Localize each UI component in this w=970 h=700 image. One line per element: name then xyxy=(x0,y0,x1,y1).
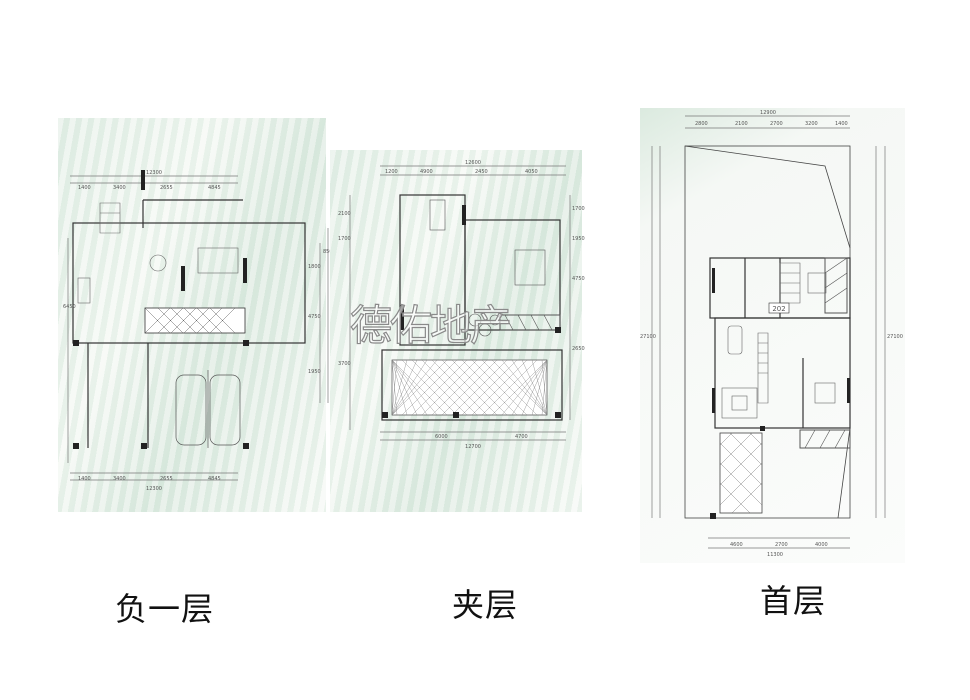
dim-top: 2100 xyxy=(735,121,748,127)
hatch-line xyxy=(491,359,548,416)
ground-floor-plan: 12900 2800 2100 2700 3200 1400 4600 2700… xyxy=(640,110,903,558)
watermark: 德佑地产 xyxy=(349,300,512,350)
dim-bottom: 4000 xyxy=(815,542,828,548)
hatch-line xyxy=(431,359,488,416)
dim-top: 3400 xyxy=(113,185,126,191)
dim-right: 1950 xyxy=(572,236,585,242)
dim-bottom: 4845 xyxy=(208,476,221,482)
panel-background xyxy=(330,150,582,512)
planter-hatch xyxy=(824,257,848,314)
dim-left: 2100 xyxy=(338,211,351,217)
hatch-line xyxy=(391,359,408,416)
dim-left-total: 27100 xyxy=(640,334,656,340)
dim-right: 1950 xyxy=(308,369,321,375)
hatch-line xyxy=(401,359,458,416)
courtyard xyxy=(719,432,763,514)
dim-right: 4750 xyxy=(308,314,321,320)
hatch-line xyxy=(481,359,538,416)
basement-plan-panel: 12300 1400 3400 2655 4845 1400 3400 2655… xyxy=(58,118,336,512)
mezzanine-floor-plan: 12600 1200 4900 2450 4050 6000 4700 1270… xyxy=(338,160,585,450)
room-number: 202 xyxy=(772,305,785,313)
ground-floor-label: 首层 xyxy=(760,582,827,620)
dim-right: 1700 xyxy=(572,206,585,212)
dim-total-top: 12600 xyxy=(465,160,481,166)
dim-top: 2800 xyxy=(695,121,708,127)
hatch-line xyxy=(411,359,468,416)
hatch-line xyxy=(511,359,548,416)
sunken-courtyard xyxy=(144,307,246,334)
basement-floor-plan: 12300 1400 3400 2655 4845 1400 3400 2655… xyxy=(63,170,336,492)
panel-background xyxy=(640,108,905,563)
dim-right: 2650 xyxy=(572,346,585,352)
hatch-line xyxy=(541,359,548,416)
dim-bottom: 1400 xyxy=(78,476,91,482)
dim-top: 2700 xyxy=(770,121,783,127)
dim-top: 3200 xyxy=(805,121,818,127)
hatch-line xyxy=(461,359,518,416)
dim-top: 2450 xyxy=(475,169,488,175)
dim-top: 4900 xyxy=(420,169,433,175)
dim-right: 1800 xyxy=(308,264,321,270)
hatch-line xyxy=(391,359,418,416)
dim-top: 2655 xyxy=(160,185,173,191)
dim-bottom: 6000 xyxy=(435,434,448,440)
garage-cars xyxy=(175,370,241,448)
dim-bottom: 3400 xyxy=(113,476,126,482)
dim-bottom: 2700 xyxy=(775,542,788,548)
hatch-line xyxy=(391,359,438,416)
dim-top: 1200 xyxy=(385,169,398,175)
dim-bottom: 2655 xyxy=(160,476,173,482)
dim-total-bottom: 11300 xyxy=(767,552,783,558)
furniture xyxy=(721,262,836,419)
dim-bottom: 4700 xyxy=(515,434,528,440)
dim-top: 4845 xyxy=(208,185,221,191)
hatch-line xyxy=(421,359,478,416)
dim-top: 1400 xyxy=(78,185,91,191)
hatch-line xyxy=(391,359,448,416)
dim-right-total: 27100 xyxy=(887,334,903,340)
mezzanine-plan-panel: 12600 1200 4900 2450 4050 6000 4700 1270… xyxy=(330,150,585,512)
dim-top: 4050 xyxy=(525,169,538,175)
dim-left: 6450 xyxy=(63,304,76,310)
furniture xyxy=(77,202,239,304)
dim-right-total: 8500 xyxy=(323,249,336,255)
hatch-line xyxy=(531,359,548,416)
room-number-box xyxy=(768,302,790,314)
hatch-line xyxy=(451,359,508,416)
basement-label: 负一层 xyxy=(115,590,215,628)
dim-total-bottom: 12300 xyxy=(146,486,162,492)
mezzanine-label: 夹层 xyxy=(452,586,519,624)
dim-top: 1400 xyxy=(835,121,848,127)
dim-left: 1700 xyxy=(338,236,351,242)
dim-total-top: 12900 xyxy=(760,110,776,116)
dim-total-bottom: 12700 xyxy=(465,444,481,450)
dim-bottom: 4600 xyxy=(730,542,743,548)
hatch-line xyxy=(441,359,498,416)
dim-left: 3700 xyxy=(338,361,351,367)
dim-total-top: 12300 xyxy=(146,170,162,176)
dim-right: 4750 xyxy=(572,276,585,282)
hatch-line xyxy=(501,359,548,416)
ground-floor-plan-panel: 12900 2800 2100 2700 3200 1400 4600 2700… xyxy=(640,108,905,563)
planter-hatch xyxy=(499,314,561,331)
